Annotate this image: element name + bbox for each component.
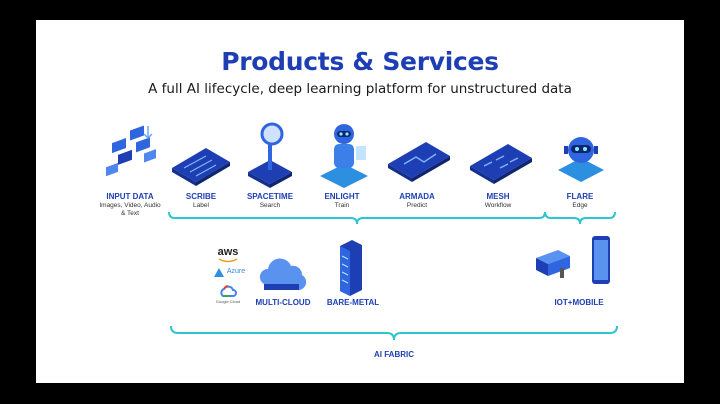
product-enlight: ENLIGHT Train bbox=[297, 192, 387, 210]
bare-metal-label: BARE-METAL bbox=[326, 298, 380, 307]
server-rack-icon bbox=[340, 240, 362, 296]
edge-bracket bbox=[544, 211, 616, 225]
ai-fabric-bracket bbox=[170, 325, 618, 341]
product-desc: Edge bbox=[572, 202, 588, 209]
robot-icon bbox=[320, 124, 368, 188]
product-desc: Label bbox=[193, 202, 209, 209]
aws-logo: aws bbox=[217, 246, 239, 258]
product-mesh: MESH Workflow bbox=[453, 192, 543, 210]
cloud-stack-icon bbox=[259, 258, 307, 290]
product-name: FLARE bbox=[566, 192, 594, 201]
product-desc: Train bbox=[334, 202, 350, 209]
label-board-icon bbox=[172, 148, 230, 186]
product-spacetime: SPACETIME Search bbox=[225, 192, 315, 210]
azure-icon bbox=[214, 268, 224, 277]
google-cloud-icon bbox=[220, 285, 237, 297]
media-files-icon bbox=[106, 125, 156, 177]
magnifier-chip-icon bbox=[248, 122, 292, 188]
product-name: ENLIGHT bbox=[324, 192, 360, 201]
product-name: INPUT DATA bbox=[106, 192, 154, 201]
slide: Products & Services A full AI lifecycle,… bbox=[36, 20, 684, 383]
page-subtitle: A full AI lifecycle, deep learning platf… bbox=[148, 81, 572, 97]
product-input-data: INPUT DATA Images, Video, Audio & Text bbox=[85, 192, 175, 218]
product-armada: ARMADA Predict bbox=[372, 192, 462, 210]
page-title: Products & Services bbox=[221, 47, 499, 76]
google-cloud-logo: Google Cloud bbox=[215, 299, 241, 304]
ai-fabric-label: AI FABRIC bbox=[374, 350, 414, 359]
iot-mobile-label: IOT+MOBILE bbox=[554, 298, 604, 307]
product-desc: Predict bbox=[406, 202, 428, 209]
product-scribe: SCRIBE Label bbox=[156, 192, 246, 210]
smartphone-icon bbox=[592, 236, 610, 284]
multi-cloud-label: MULTI-CLOUD bbox=[255, 298, 311, 307]
predict-board-icon bbox=[388, 142, 450, 182]
platform-bracket bbox=[168, 211, 546, 225]
product-desc: Search bbox=[259, 202, 281, 209]
product-flare: FLARE Edge bbox=[535, 192, 625, 210]
product-desc: Images, Video, Audio & Text bbox=[99, 202, 161, 217]
workflow-board-icon bbox=[470, 144, 532, 184]
security-camera-icon bbox=[536, 250, 570, 278]
product-name: ARMADA bbox=[399, 192, 435, 201]
product-name: SPACETIME bbox=[246, 192, 294, 201]
edge-robot-icon bbox=[558, 137, 604, 182]
azure-logo: Azure bbox=[226, 268, 246, 275]
product-name: MESH bbox=[486, 192, 510, 201]
product-desc: Workflow bbox=[484, 202, 512, 209]
aws-smile-icon bbox=[218, 258, 238, 263]
product-name: SCRIBE bbox=[185, 192, 217, 201]
